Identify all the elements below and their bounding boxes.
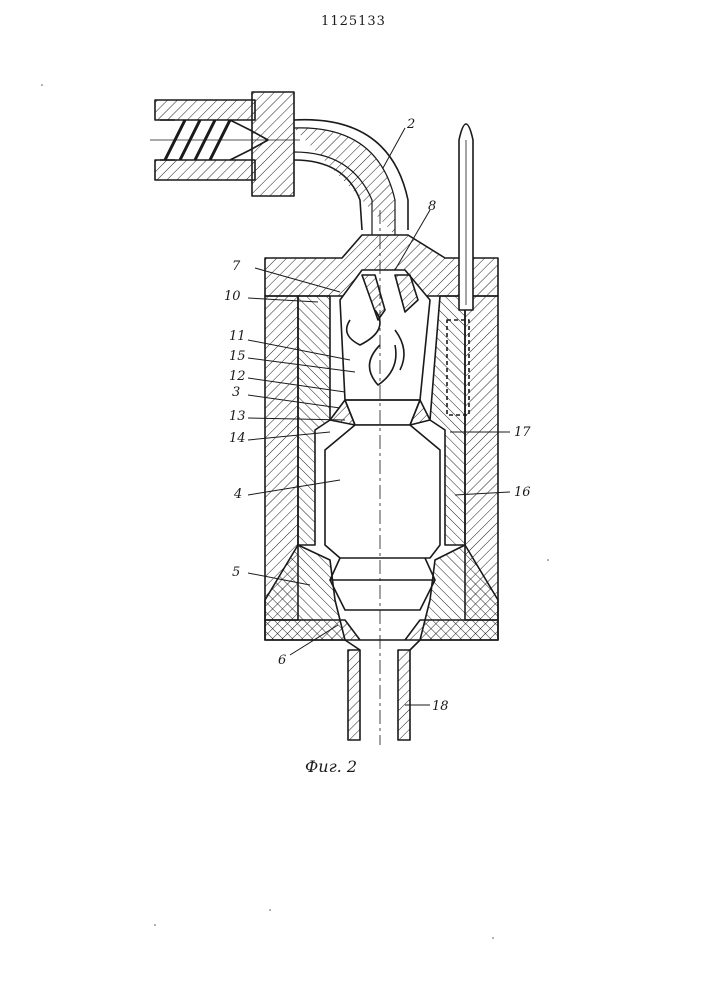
callout-8: 8 <box>428 199 436 214</box>
swirl-chamber <box>340 270 430 400</box>
callout-5: 5 <box>232 565 240 580</box>
callout-7: 7 <box>232 259 241 274</box>
callout-12: 12 <box>229 369 246 384</box>
callout-6: 6 <box>278 653 286 668</box>
callout-4: 4 <box>233 487 242 502</box>
callout-17: 17 <box>514 425 531 440</box>
callout-18: 18 <box>432 699 449 714</box>
callout-11: 11 <box>229 329 246 344</box>
callout-3: 3 <box>232 385 240 400</box>
callout-16: 16 <box>514 485 531 500</box>
inlet-pipe <box>150 92 300 196</box>
callout-10: 10 <box>224 289 241 304</box>
elbow-channel-2 <box>294 120 408 235</box>
callout-2: 2 <box>406 117 415 132</box>
callout-13: 13 <box>229 409 246 424</box>
probe-rod-17 <box>459 124 473 310</box>
callout-14: 14 <box>229 431 246 446</box>
outlet-pipe-18 <box>345 640 420 740</box>
rotor-4 <box>325 425 440 610</box>
callout-15: 15 <box>229 349 246 364</box>
figure-caption: Фиг. 2 <box>305 757 357 776</box>
